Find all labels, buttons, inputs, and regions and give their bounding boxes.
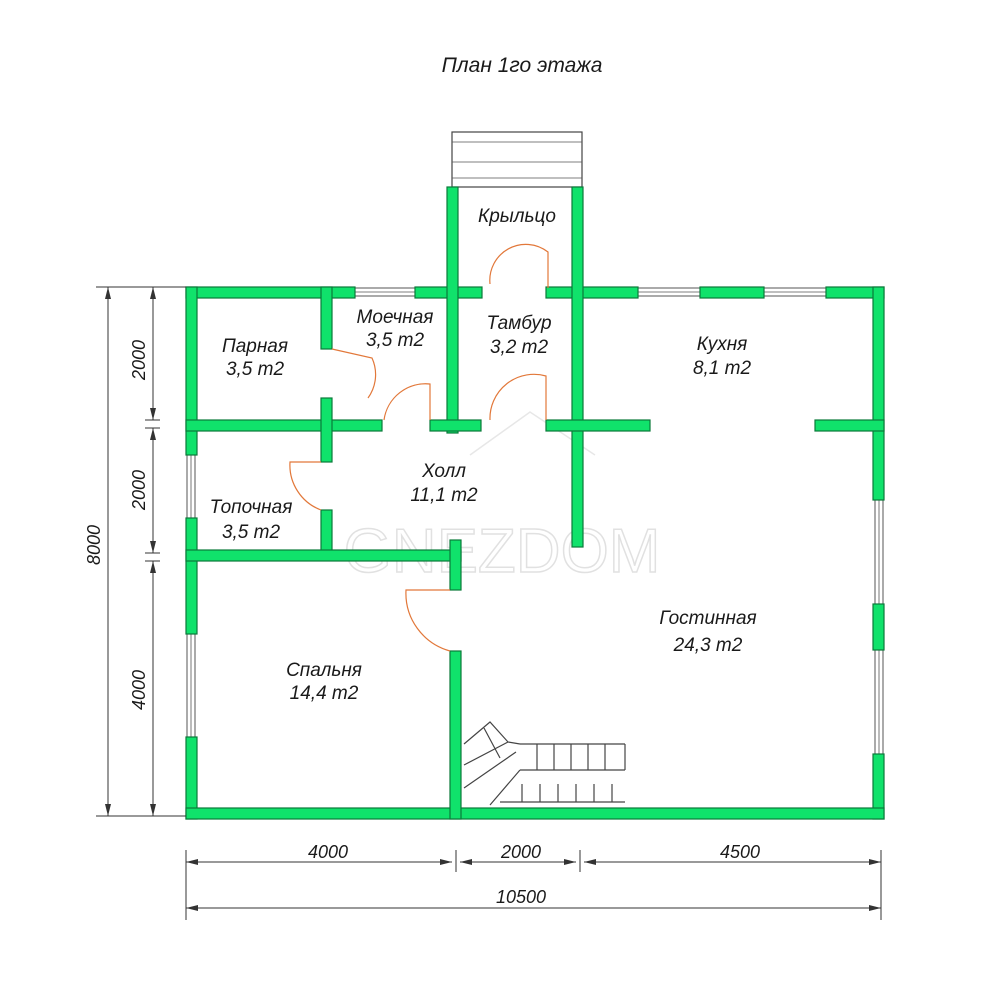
staircase <box>463 721 626 806</box>
window <box>763 287 827 297</box>
window <box>874 499 884 605</box>
wall <box>446 186 459 434</box>
room-area-spalnya: 14,4 m2 <box>290 683 359 704</box>
room-name-parnaya: Парная <box>222 336 288 357</box>
door-parnaya <box>331 348 377 399</box>
dim-bottom-total: 10500 <box>496 887 546 907</box>
dim-bottom-part-1: 4000 <box>308 842 348 862</box>
dim-left-part-1: 2000 <box>129 340 149 381</box>
wall <box>571 186 584 548</box>
room-name-holl: Холл <box>421 461 466 482</box>
room-area-tambur: 3,2 m2 <box>490 337 549 358</box>
room-name-gostinnaya: Гостинная <box>659 608 756 629</box>
door-porch <box>489 243 549 288</box>
room-area-kuhnya: 8,1 m2 <box>693 358 752 379</box>
room-name-tambur: Тамбур <box>486 313 551 334</box>
wall <box>320 286 333 350</box>
wall <box>545 419 651 432</box>
dim-bottom-part-2: 2000 <box>500 842 541 862</box>
window <box>637 287 701 297</box>
wall <box>699 286 765 299</box>
room-area-parnaya: 3,5 m2 <box>226 359 285 380</box>
dim-left-part-2: 2000 <box>129 470 149 511</box>
walls <box>185 186 885 820</box>
room-area-holl: 11,1 m2 <box>410 485 478 506</box>
room-labels: Крыльцо Парная 3,5 m2 Моечная 3,5 m2 Там… <box>210 206 757 704</box>
wall <box>185 419 383 432</box>
wall <box>185 549 462 562</box>
wall <box>872 603 885 651</box>
room-area-moechnaya: 3,5 m2 <box>366 330 425 351</box>
room-name-kuhnya: Кухня <box>697 334 748 355</box>
left-dimensions: 8000 2000 2000 4000 <box>84 286 186 817</box>
dim-bottom-part-3: 4500 <box>720 842 760 862</box>
wall <box>185 736 198 820</box>
room-area-gostinnaya: 24,3 m2 <box>673 635 743 656</box>
wall <box>545 286 639 299</box>
door-tambur <box>489 373 547 421</box>
porch-steps <box>451 131 583 188</box>
wall <box>449 539 462 591</box>
dim-left-total: 8000 <box>84 525 104 565</box>
door-spalnya <box>405 589 451 652</box>
plan-title: План 1го этажа <box>442 54 603 77</box>
door-topochnaya <box>289 461 322 511</box>
doors <box>289 243 549 652</box>
window <box>186 454 196 519</box>
wall <box>814 419 885 432</box>
wall <box>185 807 885 820</box>
window <box>354 287 416 297</box>
bottom-dimensions: 4000 2000 4500 10500 <box>185 842 882 920</box>
room-name-moechnaya: Моечная <box>357 307 434 328</box>
wall <box>449 650 462 820</box>
dim-left-part-3: 4000 <box>129 670 149 710</box>
window <box>874 649 884 755</box>
window <box>186 633 196 738</box>
wall <box>320 397 333 463</box>
room-name-krylco: Крыльцо <box>478 206 556 227</box>
room-area-topochnaya: 3,5 m2 <box>222 522 281 543</box>
room-name-spalnya: Спальня <box>286 660 362 681</box>
room-name-topochnaya: Топочная <box>210 497 293 518</box>
door-moechnaya <box>383 383 431 421</box>
wall <box>185 286 198 456</box>
wall <box>872 286 885 501</box>
wall <box>185 517 198 635</box>
wall <box>429 419 482 432</box>
